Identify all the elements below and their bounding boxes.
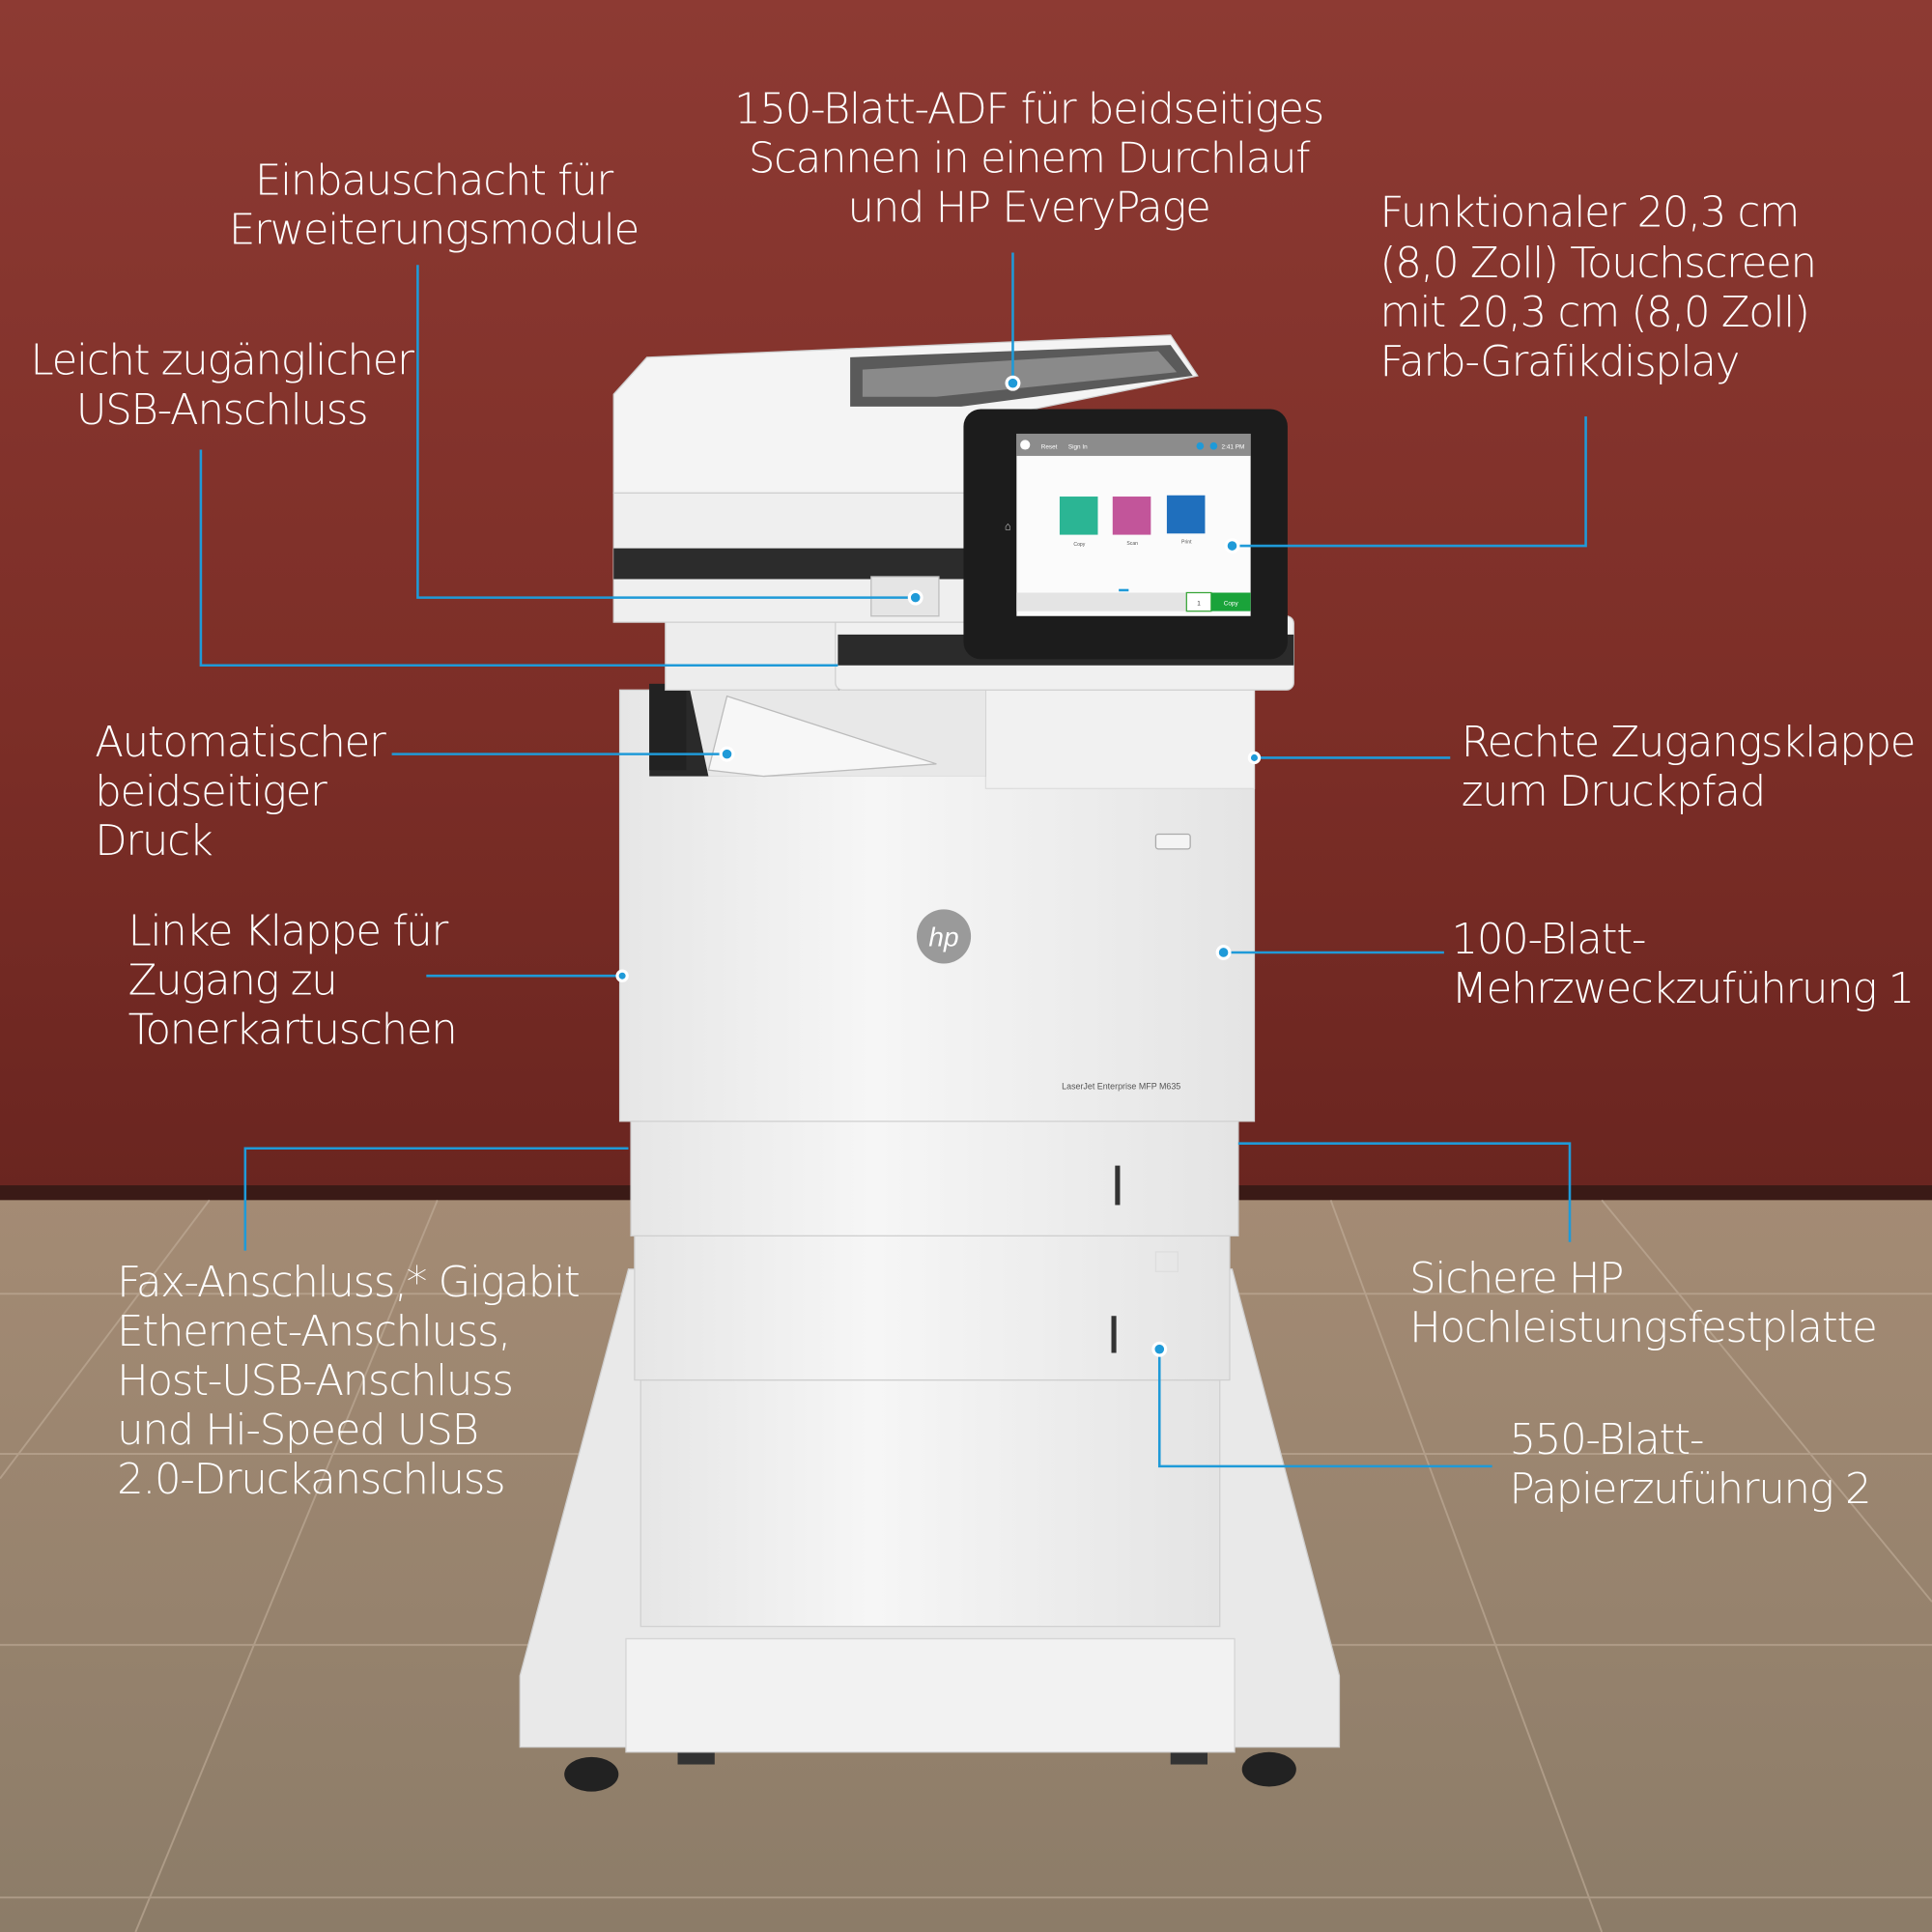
svg-text:Tonerkartuschen: Tonerkartuschen	[128, 1006, 457, 1054]
svg-text:Erweiterungsmodule: Erweiterungsmodule	[229, 207, 639, 255]
cabinet	[639, 1378, 1221, 1628]
svg-text:Fax-Anschluss,* Gigabit: Fax-Anschluss,* Gigabit	[117, 1259, 579, 1307]
svg-text:Scannen in einem Durchlauf: Scannen in einem Durchlauf	[749, 135, 1311, 184]
tray-2[interactable]	[634, 1235, 1231, 1381]
svg-text:Funktionaler 20,3 cm: Funktionaler 20,3 cm	[1380, 189, 1800, 238]
svg-text:Leicht zugänglicher: Leicht zugänglicher	[30, 337, 414, 385]
callout-lines	[199, 252, 1587, 1468]
svg-text:zum Druckpfad: zum Druckpfad	[1462, 768, 1765, 816]
callout-ports: Fax-Anschluss,* Gigabit Ethernet-Anschlu…	[117, 1259, 581, 1504]
tile-copy[interactable]	[1059, 497, 1098, 535]
svg-text:150-Blatt-ADF für beidseitiges: 150-Blatt-ADF für beidseitiges	[734, 86, 1323, 134]
callout-touchscreen: Funktionaler 20,3 cm (8,0 Zoll) Touchscr…	[1380, 189, 1817, 386]
hp-logo	[916, 909, 972, 964]
callout-usb: Leicht zugänglicher USB-Anschluss	[30, 337, 415, 435]
callout-tray2: 550-Blatt- Papierzuführung 2	[1510, 1416, 1872, 1514]
tile-print[interactable]	[1166, 495, 1206, 534]
screen-reset-button[interactable]: Reset	[1041, 443, 1058, 450]
svg-text:Sichere HP: Sichere HP	[1409, 1255, 1623, 1303]
screen-clock: 2:41 PM	[1222, 443, 1245, 450]
callout-expansion: Einbauschacht für Erweiterungsmodule	[229, 157, 639, 255]
svg-text:Linke Klappe für: Linke Klappe für	[128, 907, 449, 955]
svg-text:100-Blatt-: 100-Blatt-	[1452, 916, 1646, 964]
callout-left-door: Linke Klappe für Zugang zu Tonerkartusch…	[128, 907, 458, 1054]
svg-text:Ethernet-Anschluss,: Ethernet-Anschluss,	[117, 1308, 510, 1356]
copy-start-button[interactable]	[1210, 592, 1251, 611]
callout-duplex: Automatischer beidseitiger Druck	[95, 719, 387, 866]
svg-text:Rechte Zugangsklappe: Rechte Zugangsklappe	[1462, 719, 1915, 767]
copies-field[interactable]: 1	[1197, 600, 1201, 607]
home-icon[interactable]: ⌂	[1005, 521, 1011, 532]
svg-text:Druck: Druck	[95, 817, 212, 866]
svg-text:beidseitiger: beidseitiger	[95, 768, 327, 816]
callout-hdd: Sichere HP Hochleistungsfestplatte	[1409, 1255, 1878, 1352]
tile-scan-label: Scan	[1126, 541, 1138, 547]
tile-copy-label: Copy	[1073, 542, 1085, 548]
screen-sign-in-button[interactable]: Sign In	[1068, 443, 1088, 450]
touchscreen[interactable]: Reset Sign In 2:41 PM Copy Scan Print 1 …	[1016, 433, 1251, 616]
printer: hp LaserJet Enterprise MFP M635 Reset Si…	[519, 334, 1341, 1792]
svg-text:und Hi-Speed USB: und Hi-Speed USB	[117, 1406, 478, 1455]
svg-text:Einbauschacht für: Einbauschacht für	[255, 157, 613, 206]
svg-text:Papierzuführung 2: Papierzuführung 2	[1510, 1465, 1871, 1514]
svg-text:und HP EveryPage: und HP EveryPage	[848, 185, 1210, 233]
svg-text:550-Blatt-: 550-Blatt-	[1510, 1416, 1704, 1464]
hp-logo-text: hp	[928, 923, 958, 952]
svg-text:Farb-Grafikdisplay: Farb-Grafikdisplay	[1380, 338, 1740, 386]
svg-text:Mehrzweckzuführung 1: Mehrzweckzuführung 1	[1452, 965, 1914, 1013]
power-button[interactable]	[1154, 833, 1191, 850]
svg-text:(8,0 Zoll) Touchscreen: (8,0 Zoll) Touchscreen	[1380, 240, 1816, 288]
svg-text:Zugang zu: Zugang zu	[128, 956, 337, 1005]
svg-text:Automatischer: Automatischer	[95, 719, 386, 767]
tile-print-label: Print	[1181, 540, 1192, 546]
model-label: LaserJet Enterprise MFP M635	[1062, 1082, 1180, 1092]
callout-tray1: 100-Blatt- Mehrzweckzuführung 1	[1452, 916, 1916, 1013]
svg-text:mit 20,3 cm (8,0 Zoll): mit 20,3 cm (8,0 Zoll)	[1380, 289, 1809, 337]
info-icon[interactable]	[1196, 441, 1205, 450]
tile-scan[interactable]	[1112, 497, 1151, 535]
copy-start-label: Copy	[1224, 600, 1239, 607]
help-icon[interactable]	[1209, 441, 1218, 450]
svg-text:Hochleistungsfestplatte: Hochleistungsfestplatte	[1409, 1304, 1876, 1352]
svg-text:USB-Anschluss: USB-Anschluss	[76, 386, 368, 435]
tray-1[interactable]	[630, 1121, 1239, 1236]
callout-right-door: Rechte Zugangsklappe zum Druckpfad	[1462, 719, 1917, 816]
svg-text:2.0-Druckanschluss: 2.0-Druckanschluss	[117, 1456, 504, 1504]
callout-adf: 150-Blatt-ADF für beidseitiges Scannen i…	[734, 86, 1324, 233]
svg-text:Host-USB-Anschluss: Host-USB-Anschluss	[117, 1357, 513, 1406]
